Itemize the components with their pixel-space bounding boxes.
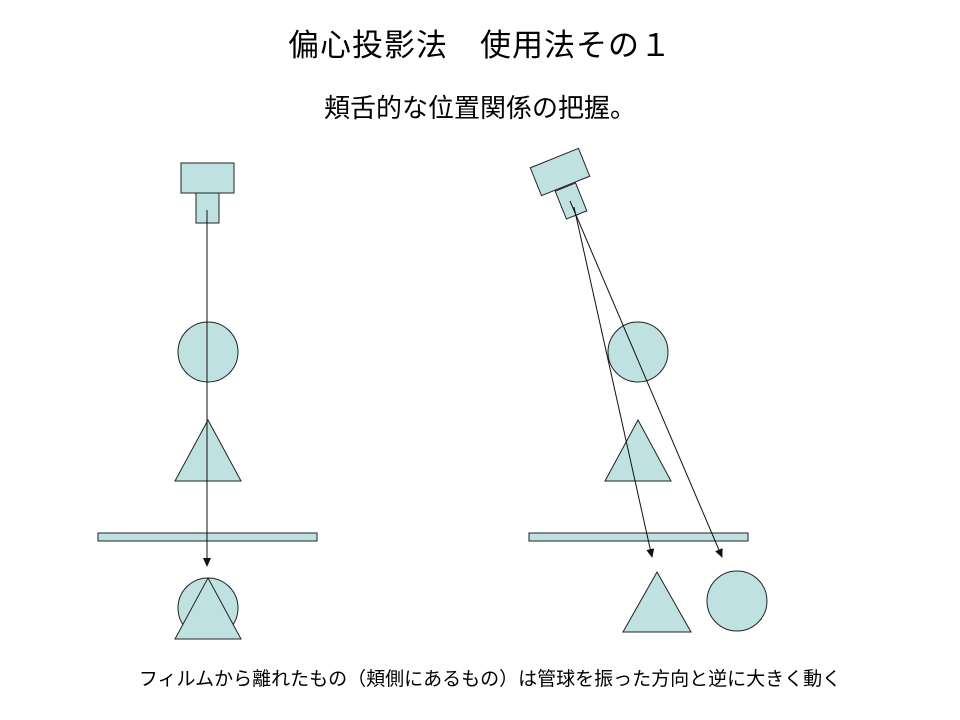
lingual-object-triangle-left bbox=[174, 418, 242, 482]
projected-triangle-image-right bbox=[622, 570, 692, 633]
xray-beam-to-triangle bbox=[573, 206, 655, 558]
buccal-object-circle-right bbox=[607, 321, 669, 383]
xray-tube-head-right bbox=[529, 147, 591, 197]
projected-triangle-image-left bbox=[174, 576, 242, 640]
slide-subtitle: 頬舌的な位置関係の把握。 bbox=[323, 94, 636, 124]
xray-beam-to-circle bbox=[569, 200, 723, 558]
orthogonal-projection-panel bbox=[97, 162, 318, 640]
xray-tube-head-left bbox=[180, 162, 235, 194]
explanation-caption: フィルムから離れたもの（頬側にあるもの）は管球を振った方向と逆に大きく動く bbox=[138, 668, 842, 690]
eccentric-projection-panel bbox=[528, 147, 768, 633]
xray-tube-cone-right bbox=[554, 182, 588, 220]
buccal-object-circle-left bbox=[177, 321, 239, 383]
film-right bbox=[528, 532, 749, 542]
projected-circle-image-right bbox=[706, 570, 768, 632]
slide-title: 偏心投影法 使用法その１ bbox=[288, 28, 672, 64]
lingual-object-triangle-right bbox=[604, 418, 672, 482]
